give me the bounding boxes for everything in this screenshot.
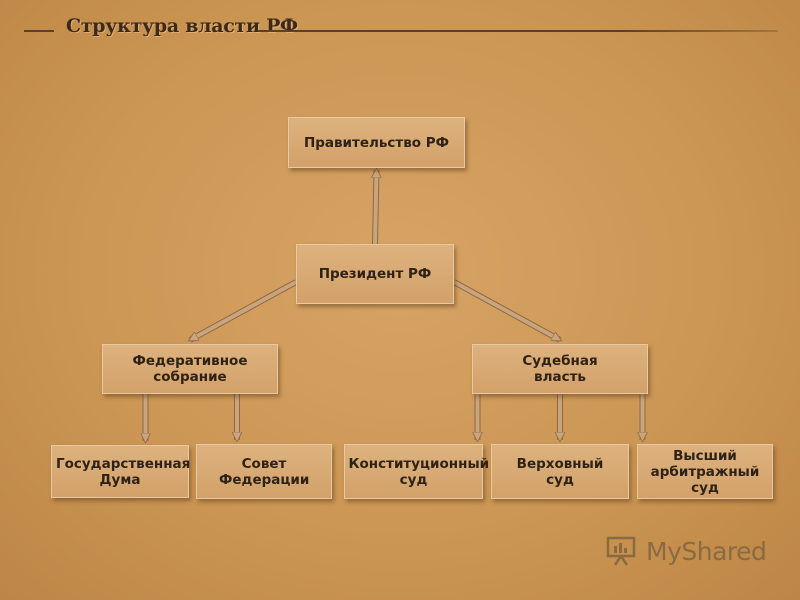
title-rule-right	[258, 30, 778, 32]
node-label: Государственная Дума	[56, 455, 191, 488]
node-label: Совет Федерации	[219, 455, 310, 488]
node-federal-assembly: Федеративное собрание	[102, 344, 278, 394]
node-arbitration-court: Высший арбитражный суд	[637, 444, 773, 499]
node-government: Правительство РФ	[288, 117, 465, 168]
node-constitutional-court: Конституционный суд	[344, 444, 490, 499]
node-state-duma: Государственная Дума	[51, 445, 191, 498]
watermark-logo: MyShared	[606, 536, 767, 566]
edge-president-government	[375, 170, 377, 245]
page-title: Структура власти РФ	[66, 15, 298, 37]
node-label: Правительство РФ	[303, 134, 450, 151]
node-label: Президент РФ	[318, 266, 432, 282]
node-label: Конституционный суд	[348, 455, 490, 488]
node-federation-council: Совет Федерации	[196, 444, 332, 499]
logo-text: MyShared	[646, 536, 767, 566]
node-supreme-court: Верховный суд	[491, 444, 629, 499]
edge-president-federal-assembly	[190, 280, 297, 342]
node-judicial: Судебная власть	[472, 344, 648, 394]
presentation-board-icon	[606, 536, 636, 566]
node-label: Высший арбитражный суд	[650, 447, 760, 496]
node-label: Судебная власть	[522, 353, 598, 385]
node-label: Федеративное собрание	[132, 353, 248, 385]
edge-president-judicial	[453, 280, 560, 342]
node-label: Верховный суд	[516, 455, 604, 488]
title-rule-left	[24, 30, 54, 32]
node-president: Президент РФ	[296, 244, 454, 304]
